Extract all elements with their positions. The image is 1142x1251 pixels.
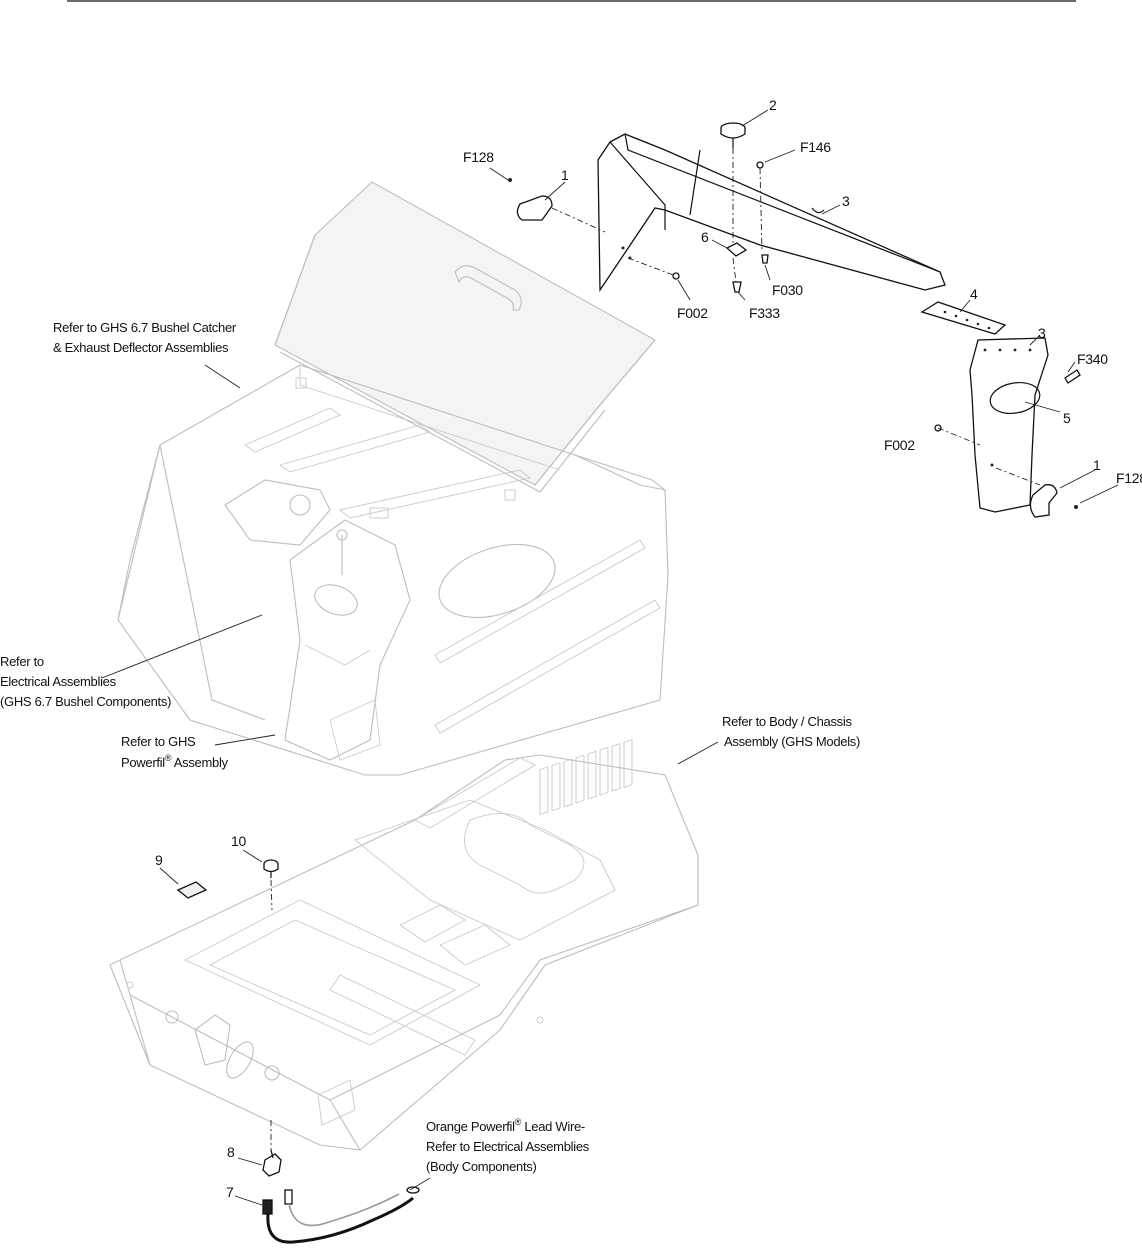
callout-F128-top: F128 [463, 149, 494, 165]
decal-part-9 [176, 881, 208, 899]
knob-part-2 [720, 122, 746, 148]
callout-F146: F146 [800, 139, 831, 155]
note-leadwire-line1: Orange Powerfil® Lead Wire- [426, 1117, 585, 1134]
note-electrical-line2: Electrical Assemblies [0, 674, 117, 689]
deflector-side-part-3 [969, 337, 1049, 513]
callout-F030: F030 [772, 282, 803, 298]
note-electrical-line3: (GHS 6.7 Bushel Components) [0, 694, 171, 709]
note-bushel-line2: & Exhaust Deflector Assemblies [53, 340, 229, 355]
callout-3-right: 3 [1038, 325, 1046, 341]
callout-4: 4 [970, 286, 978, 302]
leader-lines [101, 109, 1119, 1206]
callout-6: 6 [701, 229, 709, 245]
callout-8: 8 [227, 1144, 235, 1160]
callout-labels: F128 1 2 F146 3 6 F030 F002 F333 4 3 F34… [155, 97, 1142, 1200]
callout-3-top: 3 [842, 193, 850, 209]
note-leadwire-line3: (Body Components) [426, 1159, 537, 1174]
reference-notes: Refer to GHS 6.7 Bushel Catcher & Exhaus… [0, 320, 860, 1174]
switch-part-8 [262, 1149, 282, 1177]
callout-F340: F340 [1077, 351, 1108, 367]
note-powerfil-line2: Powerfil® Assembly [121, 753, 229, 770]
callout-7: 7 [226, 1184, 234, 1200]
callout-1-top: 1 [561, 167, 569, 183]
latch-part-1-lower [1029, 484, 1058, 518]
callout-1-right: 1 [1093, 457, 1101, 473]
connector-part-7 [262, 1189, 293, 1215]
lead-wire-2 [288, 1193, 400, 1227]
knob-part-10 [263, 859, 279, 878]
latch-part-1-upper [516, 195, 553, 221]
exhaust-deflector-part-3 [597, 133, 946, 293]
callout-F128-right: F128 [1116, 470, 1142, 486]
callout-10: 10 [231, 833, 246, 849]
bushel-catcher-ghost [117, 181, 669, 776]
note-electrical-line1: Refer to [0, 654, 44, 669]
ring-terminal [406, 1186, 420, 1194]
note-body-line2: Assembly (GHS Models) [724, 734, 860, 749]
bracket-part-4 [920, 301, 1007, 335]
orange-lead-wire [266, 1196, 414, 1244]
callout-F002-top: F002 [677, 305, 708, 321]
note-body-line1: Refer to Body / Chassis [722, 714, 852, 729]
hardware-fasteners [508, 161, 1081, 509]
callout-F333: F333 [749, 305, 780, 321]
callout-5: 5 [1063, 410, 1071, 426]
callout-2: 2 [769, 97, 777, 113]
callout-9: 9 [155, 852, 163, 868]
body-chassis-ghost [109, 739, 699, 1151]
note-leadwire-line2: Refer to Electrical Assemblies [426, 1139, 590, 1154]
note-powerfil-line1: Refer to GHS [121, 734, 196, 749]
callout-F002-right: F002 [884, 437, 915, 453]
note-bushel-line1: Refer to GHS 6.7 Bushel Catcher [53, 320, 237, 335]
